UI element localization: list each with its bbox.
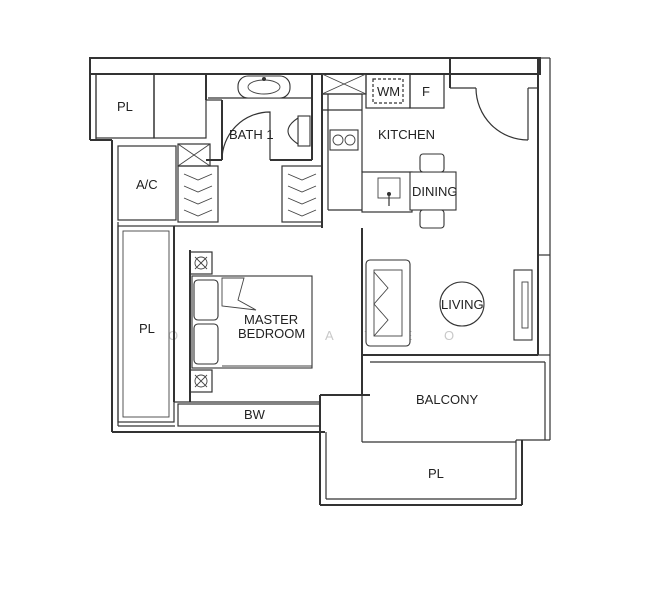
bay-window: BW <box>177 403 321 427</box>
bedside-table-top <box>189 251 213 275</box>
room-label-pl-top: PL <box>117 99 133 114</box>
room-label-balcony: BALCONY <box>416 392 478 407</box>
hob <box>329 129 359 151</box>
bath-sink <box>237 75 291 99</box>
bathroom: BATH 1 <box>205 74 313 161</box>
room-label-kitchen: KITCHEN <box>378 127 435 142</box>
room-label-fridge: F <box>422 84 430 99</box>
toilet-cistern <box>297 115 311 147</box>
master-bedroom: MASTER BEDROOM <box>173 225 370 403</box>
kitchen: WM F KITCHEN <box>321 73 445 228</box>
washing-machine <box>372 78 404 104</box>
dining-set: DINING <box>409 153 458 229</box>
entrance-door-swing <box>475 87 529 141</box>
room-label-ac: A/C <box>136 177 158 192</box>
pillow-bottom <box>193 323 219 365</box>
dining-chair-bottom <box>419 209 445 229</box>
toilet-bowl <box>287 116 299 146</box>
room-label-bath: BATH 1 <box>229 127 274 142</box>
structural-walls <box>89 57 551 506</box>
planter-left: PL <box>117 225 175 423</box>
balcony: BALCONY <box>361 354 546 443</box>
pillow-top <box>193 279 219 321</box>
living-room: LIVING <box>365 259 533 347</box>
bath-door <box>221 111 271 161</box>
tv-console <box>513 269 533 341</box>
entrance <box>449 58 538 141</box>
room-label-wm: WM <box>377 84 400 99</box>
bedside-table-bottom <box>189 369 213 393</box>
room-label-bw: BW <box>244 407 266 422</box>
planter-bottom: PL <box>428 466 444 481</box>
wardrobe-left <box>177 165 219 223</box>
dining-chair-top <box>419 153 445 173</box>
room-label-dining: DINING <box>412 184 458 199</box>
planter-top: PL <box>95 73 207 139</box>
sofa <box>365 259 411 347</box>
room-label-pl-bottom: PL <box>428 466 444 481</box>
ac-ledge: A/C <box>117 145 177 221</box>
room-label-master-2: BEDROOM <box>238 326 305 341</box>
room-label-master-1: MASTER <box>244 312 298 327</box>
storage <box>177 143 323 223</box>
fridge <box>409 73 445 109</box>
room-label-living: LIVING <box>441 297 484 312</box>
room-label-pl-left: PL <box>139 321 155 336</box>
coffee-table <box>439 281 485 327</box>
